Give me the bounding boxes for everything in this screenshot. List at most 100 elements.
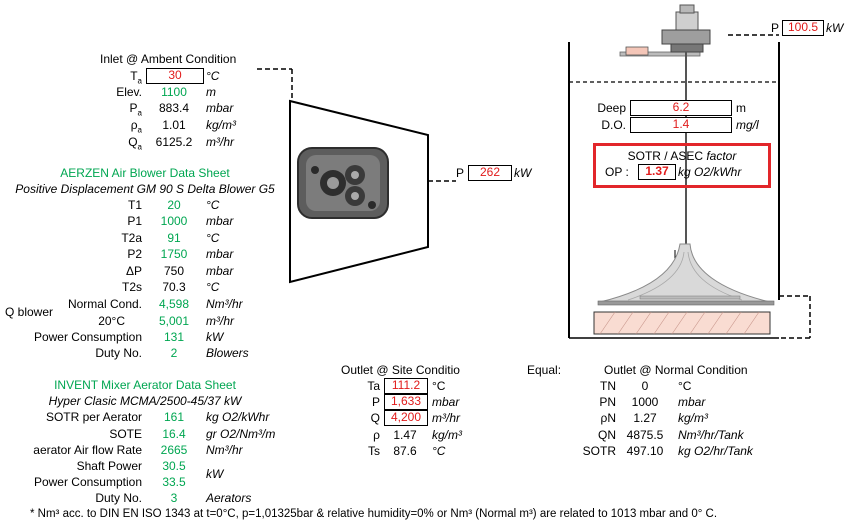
q-blower-label: Q blower xyxy=(5,305,54,319)
outlet-rho-unit: kg/m³ xyxy=(432,428,462,442)
blower-power-unit: kW xyxy=(206,330,224,344)
normal-sotr-label: SOTR xyxy=(582,444,616,458)
temp20-label: 20°C xyxy=(98,314,125,328)
blower-dp-label: ΔP xyxy=(125,264,142,278)
blower-t2s-unit: °C xyxy=(206,280,220,294)
inlet-pressure-unit: mbar xyxy=(206,101,234,115)
outlet-ta-label: Ta xyxy=(367,379,380,393)
motor-power-box[interactable]: 100.5 xyxy=(782,20,824,36)
sotr-aerator-value: 161 xyxy=(163,410,185,424)
inlet-temp-unit: °C xyxy=(206,69,220,83)
blower-t1-unit: °C xyxy=(206,198,220,212)
normal-cond-unit: Nm³/hr xyxy=(206,297,243,311)
mixer-power-label: Power Consumption xyxy=(33,475,142,489)
mixer-duty-value: 3 xyxy=(170,491,178,505)
motor-power-unit: kW xyxy=(826,21,844,35)
normal-pn-unit: mbar xyxy=(678,395,706,409)
outlet-ts-value: 87.6 xyxy=(393,444,417,458)
deep-unit: m xyxy=(736,101,746,115)
do-input[interactable]: 1.4 xyxy=(630,117,732,133)
outlet-ts-unit: °C xyxy=(432,444,446,458)
outlet-p-label: P xyxy=(371,395,380,409)
normal-sotr-unit: kg O2/hr/Tank xyxy=(678,444,753,458)
outlet-normal-title: Outlet @ Normal Condition xyxy=(604,363,748,377)
deep-input[interactable]: 6.2 xyxy=(630,100,732,116)
mixer-subtitle: Hyper Clasic MCMA/2500-45/37 kW xyxy=(48,394,242,408)
blower-duty-value: 2 xyxy=(170,346,178,360)
inlet-density-unit: kg/m³ xyxy=(206,118,236,132)
mixer-power-value: 33.5 xyxy=(162,475,186,489)
sotr-title: SOTR / ASEC factor xyxy=(627,149,737,163)
inlet-temp-input[interactable]: 30 xyxy=(146,68,204,84)
inlet-elev-value: 1100 xyxy=(161,85,187,99)
temp20-unit: m³/hr xyxy=(206,314,234,328)
deep-label: Deep xyxy=(597,101,626,115)
blower-t2a-label: T2a xyxy=(121,231,142,245)
blower-power-box[interactable]: 262 xyxy=(468,165,512,181)
aerator-airflow-label: aerator Air flow Rate xyxy=(33,443,142,457)
blower-t1-value: 20 xyxy=(167,198,181,212)
inlet-flow-value: 6125.2 xyxy=(155,135,193,149)
equal-label: Equal: xyxy=(527,363,562,377)
outlet-q-unit: m³/hr xyxy=(432,411,460,425)
normal-pn-label: PN xyxy=(599,395,616,409)
sotr-highlight-frame xyxy=(593,143,771,188)
normal-sotr-value: 497.10 xyxy=(626,444,664,458)
footnote: * Nm³ acc. to DIN EN ISO 1343 at t=0°C, … xyxy=(30,508,718,520)
op-unit: kg O2/kWhr xyxy=(678,165,742,179)
outlet-q-label: Q xyxy=(370,411,380,425)
inlet-temp-symbol: Ta xyxy=(130,69,142,86)
motor-power-symbol: P xyxy=(771,21,780,35)
blower-p1-unit: mbar xyxy=(206,214,234,228)
blower-power-value: 131 xyxy=(163,330,185,344)
blower-t2a-value: 91 xyxy=(167,231,181,245)
mixer-drive xyxy=(661,4,711,53)
blower-p2-label: P2 xyxy=(127,247,142,261)
normal-rho-value: 1.27 xyxy=(633,411,657,425)
inlet-pressure-symbol: Pa xyxy=(129,101,142,118)
outlet-rho-label: ρ xyxy=(373,428,380,442)
inlet-flow-unit: m³/hr xyxy=(206,135,234,149)
inlet-density-value: 1.01 xyxy=(162,118,186,132)
blower-t2a-unit: °C xyxy=(206,231,220,245)
normal-rho-unit: kg/m³ xyxy=(678,411,708,425)
aerator-airflow-value: 2665 xyxy=(160,443,188,457)
sotr-aerator-label: SOTR per Aerator xyxy=(45,410,142,424)
inlet-title: Inlet @ Ambent Condition xyxy=(100,52,237,66)
outlet-p-box[interactable]: 1,633 xyxy=(384,394,428,410)
blower-duty-label: Duty No. xyxy=(95,346,142,360)
inlet-pressure-value: 883.4 xyxy=(158,101,190,115)
sote-label: SOTE xyxy=(109,427,142,441)
mixer-power-unit: kW xyxy=(206,467,224,481)
op-value[interactable]: 1.37 xyxy=(638,164,676,180)
sotr-aerator-unit: kg O2/kWhr xyxy=(206,410,270,424)
blower-title: AERZEN Air Blower Data Sheet xyxy=(60,166,230,180)
blower-p2-unit: mbar xyxy=(206,247,234,261)
sote-unit: gr O2/Nm³/m xyxy=(206,427,276,441)
blower-power-box-unit: kW xyxy=(514,166,532,180)
bridge xyxy=(619,51,701,57)
normal-tn-unit: °C xyxy=(678,379,692,393)
blower-t1-label: T1 xyxy=(127,198,142,212)
outlet-ta-box[interactable]: 111.2 xyxy=(384,378,428,394)
blower-t2s-label: T2s xyxy=(121,280,142,294)
mixer-title: INVENT Mixer Aerator Data Sheet xyxy=(54,378,236,392)
blower-power-symbol: P xyxy=(456,166,465,180)
aerator-airflow-unit: Nm³/hr xyxy=(206,443,243,457)
normal-rho-label: ρN xyxy=(600,411,617,425)
outlet-site-title: Outlet @ Site Conditio xyxy=(341,363,460,377)
normal-tn-value: 0 xyxy=(641,379,649,393)
tank-floor xyxy=(593,311,771,335)
inlet-elev-unit: m xyxy=(206,85,216,99)
blower-p1-value: 1000 xyxy=(160,214,188,228)
blower-dp-value: 750 xyxy=(163,264,185,278)
blower-p2-value: 1750 xyxy=(160,247,188,261)
sote-value: 16.4 xyxy=(162,427,186,441)
do-unit: mg/l xyxy=(736,118,759,132)
blower-t2s-value: 70.3 xyxy=(162,280,186,294)
outlet-q-box[interactable]: 4,200 xyxy=(384,410,428,426)
inlet-flow-symbol: Qa xyxy=(128,135,142,152)
blower-duty-unit: Blowers xyxy=(206,346,249,360)
normal-tn-label: TN xyxy=(600,379,616,393)
